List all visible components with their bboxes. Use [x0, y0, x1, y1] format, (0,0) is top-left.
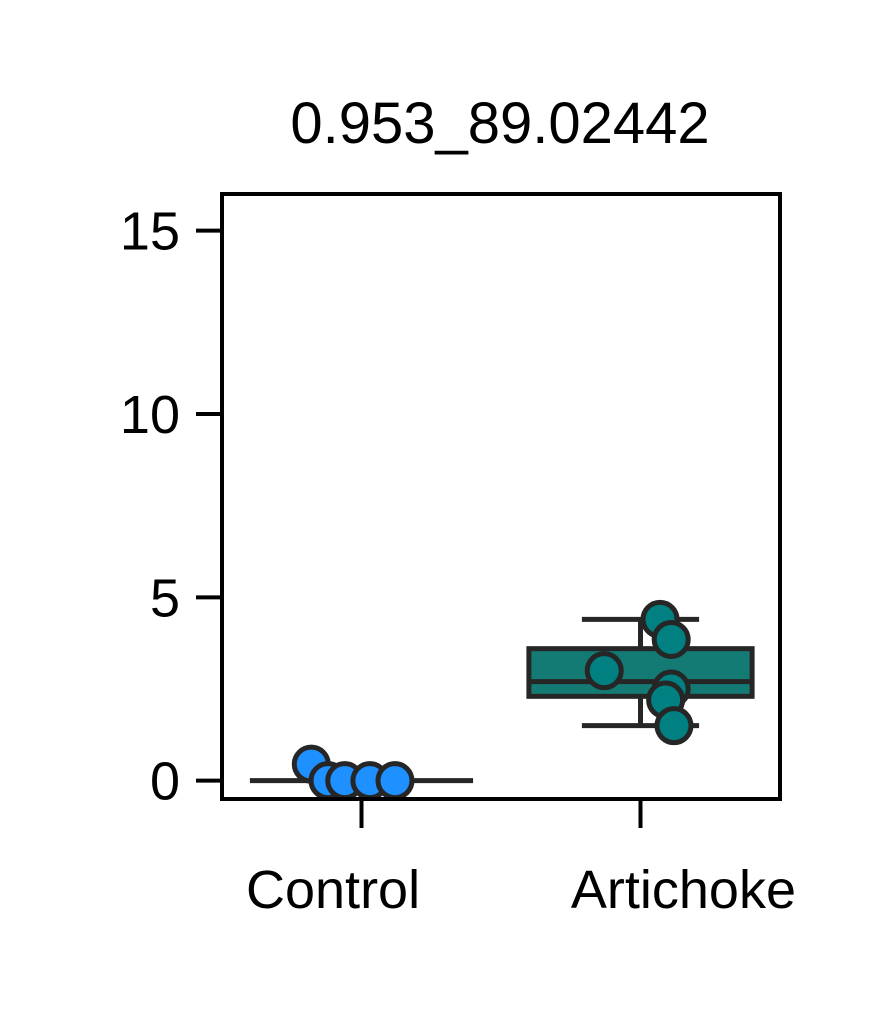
chart-title: 0.953_89.02442: [290, 91, 709, 156]
x-tick-label: Control: [246, 860, 420, 920]
box-artichoke: [526, 646, 755, 699]
y-tick-label: 5: [150, 568, 180, 628]
x-tick-label: Artichoke: [571, 860, 796, 920]
strip-points: [291, 599, 694, 801]
x-axis: Control Artichoke: [246, 799, 796, 920]
data-point: [651, 620, 691, 659]
y-axis: 0 5 10 15: [120, 202, 222, 812]
y-tick-label: 15: [120, 202, 180, 262]
y-tick-label: 10: [120, 385, 180, 445]
y-tick-label: 0: [150, 752, 180, 812]
data-point: [375, 761, 415, 801]
data-point: [654, 706, 694, 746]
box-series: [249, 616, 755, 784]
data-point: [584, 651, 624, 691]
plot-frame: [220, 192, 782, 801]
